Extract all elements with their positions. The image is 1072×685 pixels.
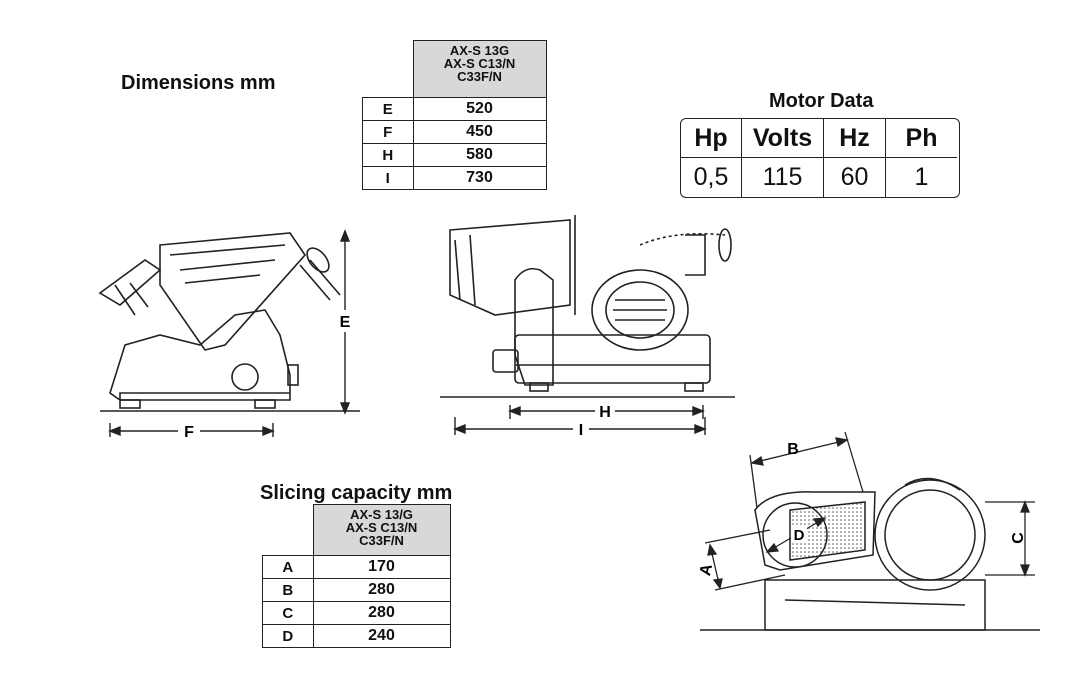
slicing-product-circle [762, 502, 828, 568]
table-row: H 580 [362, 143, 547, 167]
slicing-capacity-diagram: B C A D [697, 431, 1040, 631]
table-row: I 730 [362, 166, 547, 190]
table-row: D 240 [262, 624, 451, 648]
side-view-drawing: F E [98, 229, 360, 441]
motor-header-hz: Hz [823, 119, 885, 158]
slicing-b-dimension-line [751, 439, 848, 464]
motor-data-title: Motor Data [769, 90, 874, 112]
motor-value-volts: 115 [741, 158, 823, 197]
slicing-capacity-title: Slicing capacity mm [260, 482, 453, 504]
motor-header-ph: Ph [885, 119, 957, 158]
slicing-a-label: A [697, 562, 716, 577]
table-row: C 280 [262, 601, 451, 625]
slicing-b-label: B [787, 441, 799, 458]
table-row: F 450 [362, 120, 547, 144]
side-knob [231, 363, 259, 391]
front-carriage [449, 219, 571, 316]
slicing-capacity-table: AX-S 13/G AX-S C13/N C33F/N A 170 B 280 … [262, 504, 451, 648]
motor-header-hp: Hp [681, 119, 741, 158]
slicing-blade [874, 479, 986, 591]
motor-header-volts: Volts [741, 119, 823, 158]
slicing-c-label: C [1010, 532, 1027, 544]
front-blade [591, 269, 689, 351]
motor-value-ph: 1 [885, 158, 957, 197]
table-row: B 280 [262, 578, 451, 602]
dimensions-table: AX-S 13G AX-S C13/N C33F/N E 520 F 450 H… [362, 40, 547, 190]
side-handle [98, 259, 162, 306]
side-width-label: F [184, 424, 194, 441]
front-h-label: H [599, 404, 611, 421]
table-row: A 170 [262, 555, 451, 579]
motor-data-table: Hp Volts Hz Ph 0,5 115 60 1 [680, 118, 960, 198]
front-i-label: I [579, 422, 583, 439]
side-height-label: E [340, 314, 351, 331]
front-view-drawing: H I [440, 215, 735, 439]
side-carriage [159, 232, 307, 351]
front-knob [492, 349, 519, 373]
dimensions-title: Dimensions mm [121, 72, 276, 94]
side-body [109, 309, 291, 401]
table-row: E 520 [362, 97, 547, 121]
motor-value-hp: 0,5 [693, 163, 729, 191]
slicing-d-label: D [794, 527, 805, 544]
slicing-model-header: AX-S 13/G AX-S C13/N C33F/N [312, 504, 451, 556]
motor-value-hz: 60 [823, 158, 885, 197]
dimensions-model-header: AX-S 13G AX-S C13/N C33F/N [412, 40, 547, 98]
front-pillar [514, 267, 554, 386]
front-body [514, 334, 711, 384]
